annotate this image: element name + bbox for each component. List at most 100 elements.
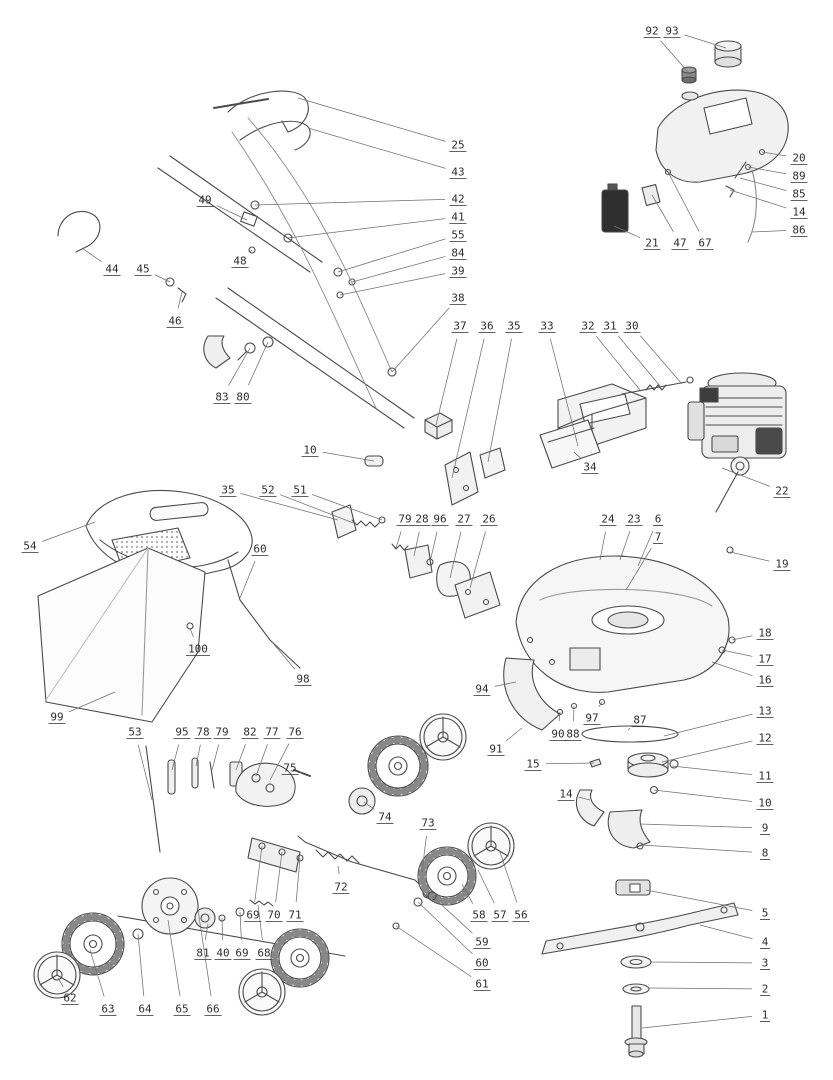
part-number-label: 95 — [175, 726, 188, 739]
bolt-10b — [649, 785, 659, 795]
part-number-label: 70 — [267, 909, 280, 922]
leader-line — [211, 744, 220, 771]
part-number-label: 18 — [758, 627, 771, 640]
wheels — [33, 713, 515, 1016]
part-number-label: 93 — [665, 25, 678, 38]
leader-line — [729, 551, 770, 562]
leader-line — [339, 273, 446, 296]
leader-line — [391, 307, 450, 373]
leader-line — [640, 335, 683, 385]
bracket-plate-35b — [479, 447, 506, 479]
part-number-label: 100 — [188, 643, 208, 656]
part-number-label: 60 — [253, 543, 266, 556]
bracket-14b — [576, 789, 605, 827]
throttle-rod — [621, 376, 694, 395]
part-number-label: 52 — [261, 484, 274, 497]
part-number-label: 35 — [507, 320, 520, 333]
part-number-label: 98 — [296, 673, 309, 686]
mower-deck — [515, 555, 736, 693]
tank-filler-neck — [681, 91, 699, 101]
leader-line — [248, 341, 269, 386]
handle-tube-lower2 — [227, 287, 415, 419]
part-number-label: 26 — [482, 513, 495, 526]
blade-hole-center — [635, 922, 645, 932]
grip-clip — [177, 287, 187, 303]
part-number-label: 64 — [138, 1003, 152, 1016]
part-number-label: 79 — [398, 513, 411, 526]
part-number-label: 30 — [625, 320, 638, 333]
part-number-label: 14 — [559, 788, 573, 801]
part-number-label: 60 — [475, 957, 488, 970]
battery-tray — [539, 419, 601, 469]
leader-line — [279, 494, 357, 525]
deck-bolt-a — [526, 636, 534, 644]
part-number-label: 55 — [451, 229, 464, 242]
part-number-label: 87 — [633, 714, 646, 727]
leader-line — [469, 531, 486, 589]
part-number-label: 66 — [206, 1003, 219, 1016]
part-number-label: 41 — [451, 211, 464, 224]
strip-95 — [167, 759, 176, 795]
wheel-bolt-61 — [392, 922, 400, 930]
leader-line — [297, 97, 446, 142]
part-number-label: 59 — [475, 936, 488, 949]
leader-line — [137, 933, 145, 997]
leader-line — [625, 547, 652, 591]
part-number-label: 38 — [451, 292, 464, 305]
housing-hole-77a — [251, 773, 261, 783]
part-number-label: 11 — [758, 770, 771, 783]
leader-line — [235, 744, 246, 771]
leader-line — [598, 701, 603, 708]
engine-bolt-19 — [726, 546, 734, 554]
part-number-label: 83 — [215, 391, 228, 404]
wheel-hubcap-front-right — [419, 713, 467, 761]
leader-line — [257, 904, 263, 941]
pulley-12 — [627, 752, 669, 778]
part-number-label: 31 — [603, 320, 616, 333]
leader-line — [461, 883, 474, 904]
height-rod-53 — [145, 745, 161, 853]
cable-clip-2 — [283, 233, 293, 243]
wheel-tire-left-a — [61, 912, 125, 976]
housing-hole-77b — [265, 783, 275, 793]
leader-line — [221, 917, 224, 941]
bracket-plate-36 — [444, 451, 479, 506]
part-number-label: 32 — [581, 320, 594, 333]
part-number-label: 79 — [215, 726, 228, 739]
part-number-label: 67 — [698, 237, 711, 250]
leader-line — [228, 347, 251, 386]
leader-line — [137, 744, 153, 801]
leader-line — [431, 895, 473, 934]
rod-spring — [645, 384, 667, 391]
wheel-washer-59 — [427, 891, 437, 901]
leader-line — [249, 249, 253, 253]
part-number-label: 74 — [378, 811, 392, 824]
tank-window — [703, 97, 753, 135]
leader-line — [435, 338, 458, 426]
clamp-bolt — [248, 246, 256, 254]
leader-line — [312, 494, 383, 521]
part-number-label: 25 — [451, 139, 464, 152]
engine — [687, 372, 787, 554]
leader-line — [729, 189, 787, 209]
battery — [601, 183, 629, 233]
tank-cap — [714, 40, 742, 68]
part-number-label: 46 — [168, 315, 181, 328]
leader-line — [663, 713, 753, 737]
part-number-label: 77 — [265, 726, 278, 739]
leader-line — [421, 835, 427, 873]
part-number-label: 80 — [236, 391, 249, 404]
screws-96 — [426, 558, 434, 566]
leader-line — [216, 205, 248, 221]
leader-line — [254, 845, 263, 903]
part-number-label: 43 — [451, 166, 464, 179]
leader-line — [578, 796, 591, 801]
part-number-label: 72 — [334, 881, 347, 894]
leader-line — [299, 771, 303, 774]
deck-bolt-b — [548, 658, 556, 666]
bracket-plate-28 — [404, 544, 433, 579]
leader-line — [639, 823, 753, 828]
leader-line — [295, 857, 301, 903]
part-number-label: 92 — [645, 25, 658, 38]
